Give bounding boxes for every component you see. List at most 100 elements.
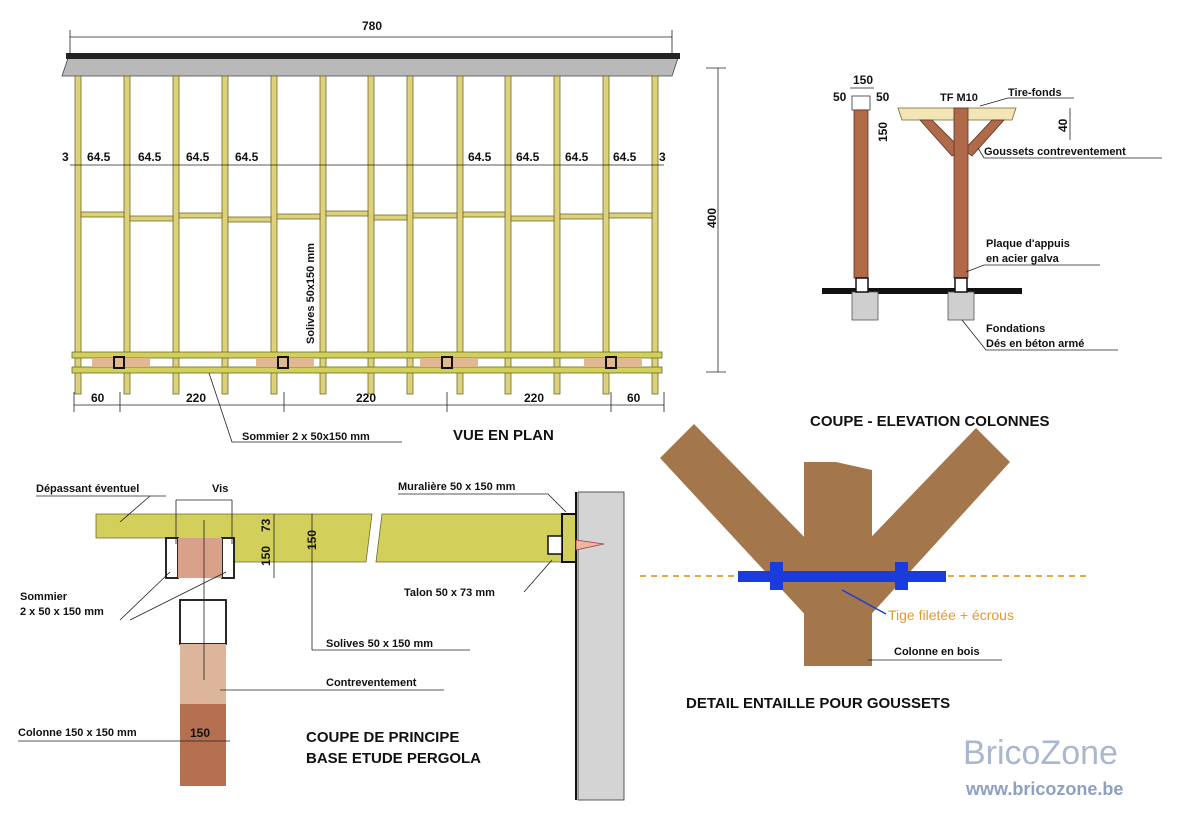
spacing-3: 64.5 [186, 150, 210, 164]
joist-4 [221, 75, 229, 395]
right-column [953, 107, 969, 279]
joist-10 [504, 75, 512, 395]
fond-label-2: Dés en béton armé [986, 338, 1084, 350]
anchor-bolt [575, 539, 605, 551]
joist-2 [123, 75, 131, 395]
depassant-label: Dépassant éventuel [36, 483, 139, 495]
bracing-7 [373, 214, 408, 221]
joist-1 [74, 75, 82, 395]
detail-colonne-label: Colonne en bois [894, 646, 980, 658]
wall [577, 491, 625, 801]
section-title-2: BASE ETUDE PERGOLA [306, 750, 481, 767]
post-marker-1 [113, 356, 125, 369]
edge-dim-left: 3 [62, 150, 69, 164]
spacing-4: 64.5 [235, 150, 259, 164]
bracing-3 [178, 212, 223, 219]
brand-name: BricoZone [963, 734, 1118, 772]
bracing [80, 210, 653, 223]
bottom-dim-3: 220 [356, 391, 376, 405]
muraliere-label: Muralière 50 x 150 mm [398, 481, 516, 493]
sommier-beam-top [71, 351, 663, 359]
talon [547, 535, 563, 555]
ground-line [822, 288, 1022, 294]
brand-url: www.bricozone.be [965, 779, 1123, 799]
tige-label: Tige filetée + écrous [888, 607, 1014, 623]
bottom-dim-5: 60 [627, 391, 641, 405]
spacing-7: 64.5 [565, 150, 589, 164]
nut-left [770, 562, 783, 590]
muraliere [561, 513, 577, 563]
pad-2 [256, 358, 314, 367]
joist-13 [651, 75, 659, 395]
joist-8 [406, 75, 414, 395]
detail-view: Tige filetée + écrous Colonne en bois DE… [640, 424, 1090, 712]
joist-5 [270, 75, 278, 395]
rod-leader [841, 589, 887, 615]
section-title-1: COUPE DE PRINCIPE [306, 729, 459, 746]
plan-width-dim: 780 [362, 19, 382, 33]
tf-label: TF M10 [940, 92, 978, 104]
spacing-1: 64.5 [87, 150, 111, 164]
joist-11 [553, 75, 561, 395]
bracing-2 [129, 215, 174, 222]
brand: BricoZone www.bricozone.be [963, 734, 1123, 799]
pad-3 [420, 358, 478, 367]
bottom-dim-1: 60 [91, 391, 105, 405]
bracing-5 [276, 213, 321, 220]
elev-dim-50b: 50 [876, 90, 890, 104]
vis-label: Vis [212, 483, 228, 495]
goussets-label: Goussets contreventement [984, 146, 1126, 158]
spacing-5: 64.5 [468, 150, 492, 164]
edge-dim-right: 3 [659, 150, 666, 164]
wall-plate [61, 57, 679, 77]
right-plate [954, 277, 968, 293]
pad-1 [92, 358, 150, 367]
spacing-2: 64.5 [138, 150, 162, 164]
sommier-sec-1: Sommier [20, 591, 68, 603]
bracing-4 [227, 216, 272, 223]
plan-view: 780 3 3 64.5 64.5 64.5 64.5 64.5 64.5 64… [61, 19, 726, 444]
bottom-dim-2: 220 [186, 391, 206, 405]
post-top [178, 538, 222, 578]
bracing-1 [80, 211, 125, 218]
left-plate [855, 277, 869, 293]
left-cap [851, 95, 871, 111]
right-footing [947, 291, 975, 321]
post-bottom [180, 704, 226, 786]
spacing-8: 64.5 [613, 150, 637, 164]
bracing-11 [559, 213, 604, 220]
spacing-6: 64.5 [516, 150, 540, 164]
fond-label-1: Fondations [986, 323, 1045, 335]
joist-9 [456, 75, 464, 395]
elev-dim-40: 40 [1056, 118, 1070, 132]
elevation-title: COUPE - ELEVATION COLONNES [810, 413, 1049, 430]
wall-plate-edge [66, 53, 680, 59]
joist-3 [172, 75, 180, 395]
right-gusset [963, 119, 1005, 157]
section-dim-150c: 150 [190, 726, 210, 740]
left-column [853, 109, 869, 279]
talon-label: Talon 50 x 73 mm [404, 587, 495, 599]
sommier-label: Sommier 2 x 50x150 mm [242, 431, 370, 443]
plan-height-dim: 400 [705, 208, 719, 228]
elev-dim-150: 150 [853, 73, 873, 87]
section-dim-73: 73 [259, 518, 273, 532]
bottom-dim-4: 220 [524, 391, 544, 405]
plaque-label-2: en acier galva [986, 253, 1060, 265]
joist-6 [319, 75, 327, 395]
pad-4 [584, 358, 642, 367]
contrev-block [179, 599, 227, 645]
post-marker-3 [441, 356, 453, 369]
joist-7 [367, 75, 375, 395]
elev-dim-150v: 150 [876, 122, 890, 142]
section-dim-150a: 150 [259, 546, 273, 566]
joist-label: Solives 50x150 mm [305, 243, 317, 344]
post-mid [180, 644, 226, 704]
bracing-6 [325, 210, 369, 217]
bracing-9 [462, 211, 506, 218]
detail-column [804, 462, 872, 666]
left-footing [851, 291, 879, 321]
threaded-rod [738, 571, 946, 582]
detail-title: DETAIL ENTAILLE POUR GOUSSETS [686, 695, 950, 712]
